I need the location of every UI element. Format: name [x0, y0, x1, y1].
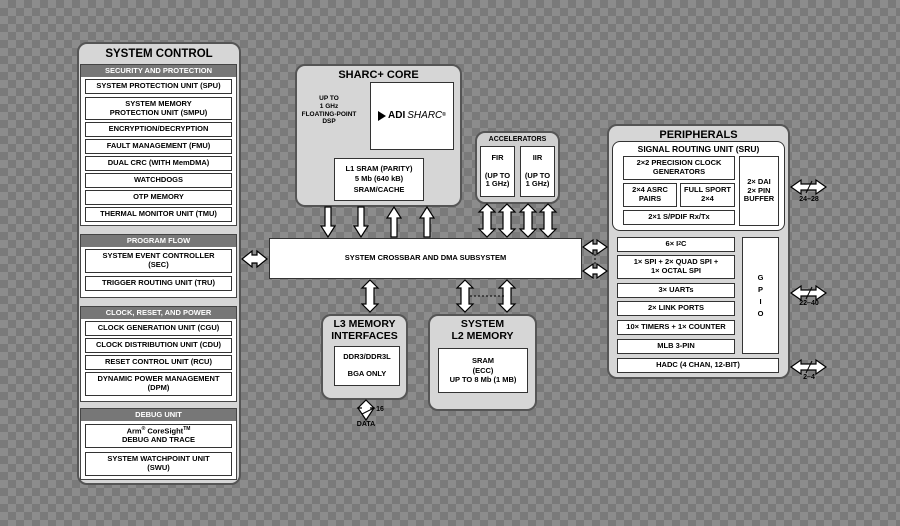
cgu-box: CLOCK GENERATION UNIT (CGU): [85, 321, 232, 336]
pins-label-bot: 2–4: [803, 374, 815, 381]
swu-box: SYSTEM WATCHPOINT UNIT (SWU): [85, 452, 232, 476]
fmu-box: FAULT MANAGEMENT (FMU): [85, 139, 232, 154]
gpio-box: G P I O: [742, 237, 779, 354]
debug-heading: DEBUG UNIT: [81, 409, 236, 421]
sharc-speed-label: UP TO 1 GHz FLOATING-POINT DSP: [301, 95, 357, 126]
arrow-crossbar-l2-1: [455, 279, 475, 313]
l1-sram-box: L1 SRAM (PARITY) 5 Mb (640 kB) SRAM/CACH…: [334, 158, 424, 201]
spi-box: 1× SPI + 2× QUAD SPI + 1× OCTAL SPI: [617, 255, 735, 279]
coresight-line1: Arm® CoreSightTM: [126, 426, 191, 436]
sec-box: SYSTEM EVENT CONTROLLER (SEC): [85, 249, 232, 273]
bus-slash-data: [361, 407, 375, 415]
bus-slash-top: [805, 180, 813, 194]
arrow-l3-data: [356, 399, 376, 422]
smpu-box: SYSTEM MEMORY PROTECTION UNIT (SMPU): [85, 97, 232, 120]
adi-logo-icon: [378, 111, 387, 121]
adi-sharc-logo: ADI SHARC ®: [370, 82, 454, 150]
watchdogs-box: WATCHDOGS: [85, 173, 232, 188]
spdif-box: 2×1 S/PDIF Rx/Tx: [623, 210, 735, 225]
arrow-crossbar-core-1: [385, 205, 403, 238]
arrow-syscontrol-crossbar: [241, 249, 268, 269]
full-sport-box: FULL SPORT 2×4: [680, 183, 735, 207]
data-bus-width: 16: [376, 406, 384, 413]
timers-box: 10× TIMERS + 1× COUNTER: [617, 320, 735, 335]
fir-box: FIR (UP TO 1 GHz): [480, 146, 515, 197]
arrow-crossbar-peripherals-1: [581, 238, 609, 256]
uarts-box: 3× UARTs: [617, 283, 735, 298]
arrow-core-crossbar-2: [352, 206, 370, 239]
l2-sram-box: SRAM (ECC) UP TO 8 Mb (1 MB): [438, 348, 528, 393]
asrc-box: 2×4 ASRC PAIRS: [623, 183, 677, 207]
precision-clock-box: 2×2 PRECISION CLOCK GENERATORS: [623, 156, 735, 180]
arrow-fir-crossbar-2: [497, 203, 517, 238]
arrow-crossbar-l2-2: [497, 279, 517, 313]
iir-box: IIR (UP TO 1 GHz): [520, 146, 555, 197]
dai-box: 2× DAI 2× PIN BUFFER: [739, 156, 779, 226]
clock-reset-power-heading: CLOCK, RESET, AND POWER: [81, 307, 236, 319]
system-control-title: SYSTEM CONTROL: [105, 48, 213, 60]
hadc-box: HADC (4 CHAN, 12-BIT): [617, 358, 779, 373]
data-bus-label: DATA: [356, 421, 376, 428]
l3-memory-title: L3 MEMORY INTERFACES: [331, 318, 398, 343]
sharc-core-title: SHARC+ CORE: [338, 69, 419, 81]
tmu-box: THERMAL MONITOR UNIT (TMU): [85, 207, 232, 222]
cdu-box: CLOCK DISTRIBUTION UNIT (CDU): [85, 338, 232, 353]
logo-adi-text: ADI: [388, 110, 406, 122]
otp-memory-box: OTP MEMORY: [85, 190, 232, 205]
ddr3-box: DDR3/DDR3L BGA ONLY: [334, 346, 400, 386]
spu-box: SYSTEM PROTECTION UNIT (SPU): [85, 79, 232, 94]
program-flow-heading: PROGRAM FLOW: [81, 235, 236, 247]
logo-reg-mark: ®: [442, 112, 446, 119]
pins-label-mid: 22–40: [799, 300, 819, 307]
encryption-box: ENCRYPTION/DECRYPTION: [85, 122, 232, 137]
tru-box: TRIGGER ROUTING UNIT (TRU): [85, 276, 232, 291]
rcu-box: RESET CONTROL UNIT (RCU): [85, 355, 232, 370]
dpm-box: DYNAMIC POWER MANAGEMENT (DPM): [85, 372, 232, 396]
system-crossbar-box: SYSTEM CROSSBAR AND DMA SUBSYSTEM: [269, 238, 582, 279]
sru-title: SIGNAL ROUTING UNIT (SRU): [637, 144, 760, 154]
dual-crc-box: DUAL CRC (WITH MemDMA): [85, 156, 232, 171]
arrow-iir-crossbar-1: [518, 203, 538, 238]
pins-label-top: 24–28: [799, 196, 819, 203]
accelerators-title: ACCELERATORS: [488, 136, 547, 143]
arrow-crossbar-core-2: [418, 205, 436, 238]
bus-slash-bot: [805, 360, 813, 374]
coresight-line2: DEBUG AND TRACE: [121, 435, 196, 445]
link-ports-box: 2× LINK PORTS: [617, 301, 735, 316]
arrow-iir-crossbar-2: [538, 203, 558, 238]
l2-memory-title: SYSTEM L2 MEMORY: [451, 318, 514, 343]
security-heading: SECURITY AND PROTECTION: [81, 65, 236, 77]
arrow-crossbar-l3: [360, 279, 380, 313]
coresight-box: Arm® CoreSightTM DEBUG AND TRACE: [85, 424, 232, 448]
peripherals-title: PERIPHERALS: [659, 129, 738, 141]
bus-slash-mid: [805, 286, 813, 300]
arrow-fir-crossbar-1: [477, 203, 497, 238]
logo-sharc-text: SHARC: [407, 110, 443, 122]
arrow-crossbar-peripherals-2: [581, 262, 609, 280]
mlb-box: MLB 3-PIN: [617, 339, 735, 354]
arrow-core-crossbar-1: [319, 206, 337, 239]
